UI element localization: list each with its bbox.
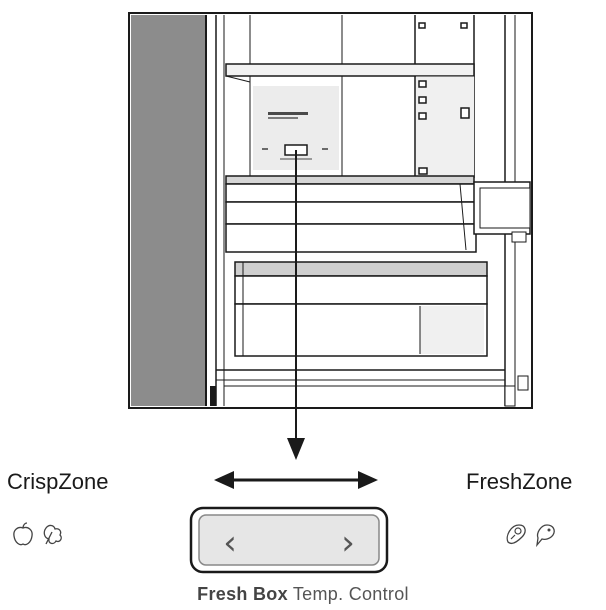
fresh-box-drawer	[225, 175, 531, 253]
refrigerator-illustration	[128, 12, 533, 460]
vegetable-icon	[43, 524, 62, 545]
left-arrow-icon: ‹	[223, 523, 237, 563]
double-arrow	[214, 471, 378, 489]
caption-bold: Fresh Box	[197, 584, 288, 604]
apple-icon	[13, 522, 33, 546]
caption-regular: Temp. Control	[287, 584, 409, 604]
fridge-control-panel	[253, 86, 339, 170]
pointer-arrow	[287, 150, 305, 460]
right-arrow-icon: ›	[341, 523, 355, 563]
left-door	[131, 15, 206, 406]
meat-icon	[506, 524, 526, 545]
decrease-button[interactable]: ‹	[208, 519, 254, 563]
temp-control-panel: ‹ ›	[189, 506, 389, 574]
top-shelf	[225, 63, 475, 83]
control-caption: Fresh Box Temp. Control	[0, 584, 606, 605]
lower-drawer	[234, 261, 488, 357]
freshzone-label: FreshZone	[466, 469, 573, 494]
freshzone-icons	[503, 522, 559, 548]
crispzone-label: CrispZone	[7, 469, 109, 494]
increase-button[interactable]: ›	[324, 519, 370, 563]
vent-holes	[418, 22, 470, 175]
fish-icon	[536, 524, 555, 548]
crispzone-icons	[10, 522, 66, 548]
